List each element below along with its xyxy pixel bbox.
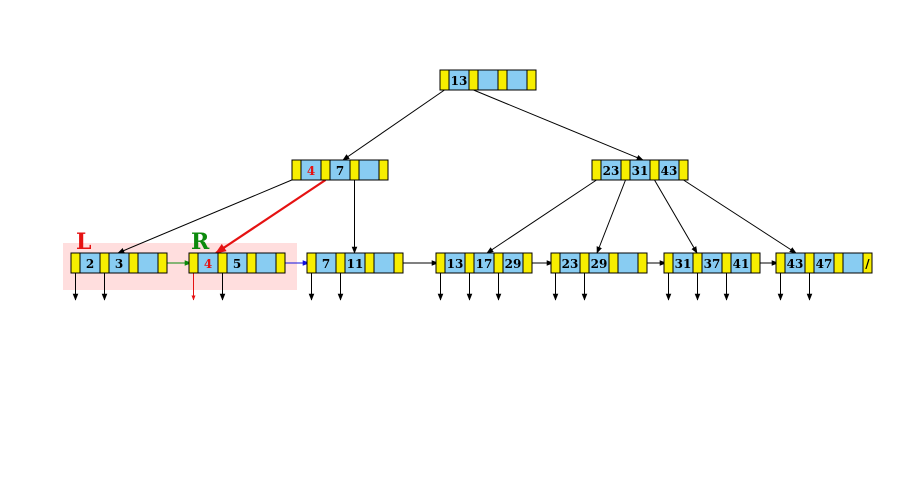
pointer-slot [721, 252, 732, 274]
key-slot [842, 252, 864, 274]
key-label: 17 [476, 257, 493, 271]
key-label: 7 [336, 164, 344, 178]
pointer-slot [579, 252, 590, 274]
key-label: 4 [204, 257, 212, 271]
key-label: 43 [787, 257, 804, 271]
pointer-slot [349, 159, 360, 181]
pointer-slot [306, 252, 317, 274]
edges-layer [72, 89, 813, 301]
pointer-slot [678, 159, 689, 181]
key-slot [506, 69, 528, 91]
redirected-pointer-arrow [215, 179, 327, 254]
node-inner2: 23 31 43 [591, 159, 689, 181]
node-leaf6: 31 37 41 [663, 252, 761, 274]
pointer-slot [439, 69, 450, 91]
pointer-slot [320, 159, 331, 181]
pointer-slot [99, 252, 110, 274]
pointer-slot [468, 69, 479, 91]
pointer-slot [393, 252, 404, 274]
key-label: 41 [733, 257, 750, 271]
pointer-slot [497, 69, 508, 91]
key-label: 23 [562, 257, 579, 271]
key-slot [137, 252, 159, 274]
right-label: R [191, 229, 210, 255]
pointer-slot [157, 252, 168, 274]
pointer-slot [526, 69, 537, 91]
key-label: 37 [704, 257, 721, 271]
key-label: 3 [115, 257, 123, 271]
child-pointer-arrow [654, 179, 698, 254]
pointer-slot [217, 252, 228, 274]
child-pointer-arrow [596, 179, 626, 254]
pointer-slot [246, 252, 257, 274]
pointer-slot [335, 252, 346, 274]
pointer-slot [833, 252, 844, 274]
key-slot [358, 159, 380, 181]
key-label: 23 [603, 164, 620, 178]
null-pointer-mark: / [865, 257, 870, 271]
pointer-slot [291, 159, 302, 181]
key-label: 13 [451, 74, 468, 88]
key-label: 47 [816, 257, 833, 271]
node-leaf3: 7 11 [306, 252, 404, 274]
node-leaf7: 43 47 / [775, 252, 873, 274]
node-leaf4: 13 17 29 [435, 252, 533, 274]
child-pointer-arrow [342, 89, 445, 161]
pointer-slot [275, 252, 286, 274]
key-label: 43 [661, 164, 678, 178]
key-label: 31 [675, 257, 692, 271]
pointer-slot [649, 159, 660, 181]
pointer-slot [435, 252, 446, 274]
pointer-slot [608, 252, 619, 274]
key-label: 4 [307, 164, 315, 178]
key-slot [617, 252, 639, 274]
pointer-slot [750, 252, 761, 274]
key-label: 2 [86, 257, 94, 271]
left-label: L [76, 229, 91, 255]
pointer-slot [522, 252, 533, 274]
pointer-slot [550, 252, 561, 274]
pointer-slot [692, 252, 703, 274]
pointer-slot [620, 159, 631, 181]
pointer-slot [493, 252, 504, 274]
key-slot [255, 252, 277, 274]
pointer-slot [70, 252, 81, 274]
key-label: 11 [347, 257, 364, 271]
child-pointer-arrow [486, 179, 597, 254]
pointer-slot [591, 159, 602, 181]
key-slot [373, 252, 395, 274]
pointer-slot [663, 252, 674, 274]
pointer-slot [637, 252, 648, 274]
node-root: 13 [439, 69, 537, 91]
key-label: 13 [447, 257, 464, 271]
child-pointer-arrow [683, 179, 797, 254]
key-slot [477, 69, 499, 91]
pointer-slot [128, 252, 139, 274]
child-pointer-arrow [473, 89, 644, 161]
pointer-slot [862, 252, 873, 274]
child-pointer-arrow [117, 177, 297, 254]
key-label: 31 [632, 164, 649, 178]
pointer-slot [188, 252, 199, 274]
pointer-slot [464, 252, 475, 274]
pointer-slot [378, 159, 389, 181]
node-leaf5: 23 29 [550, 252, 648, 274]
key-label: 7 [322, 257, 330, 271]
pointer-slot [775, 252, 786, 274]
pointer-slot [804, 252, 815, 274]
key-label: 29 [505, 257, 522, 271]
key-label: 29 [591, 257, 608, 271]
key-label: 5 [233, 257, 241, 271]
pointer-slot [364, 252, 375, 274]
